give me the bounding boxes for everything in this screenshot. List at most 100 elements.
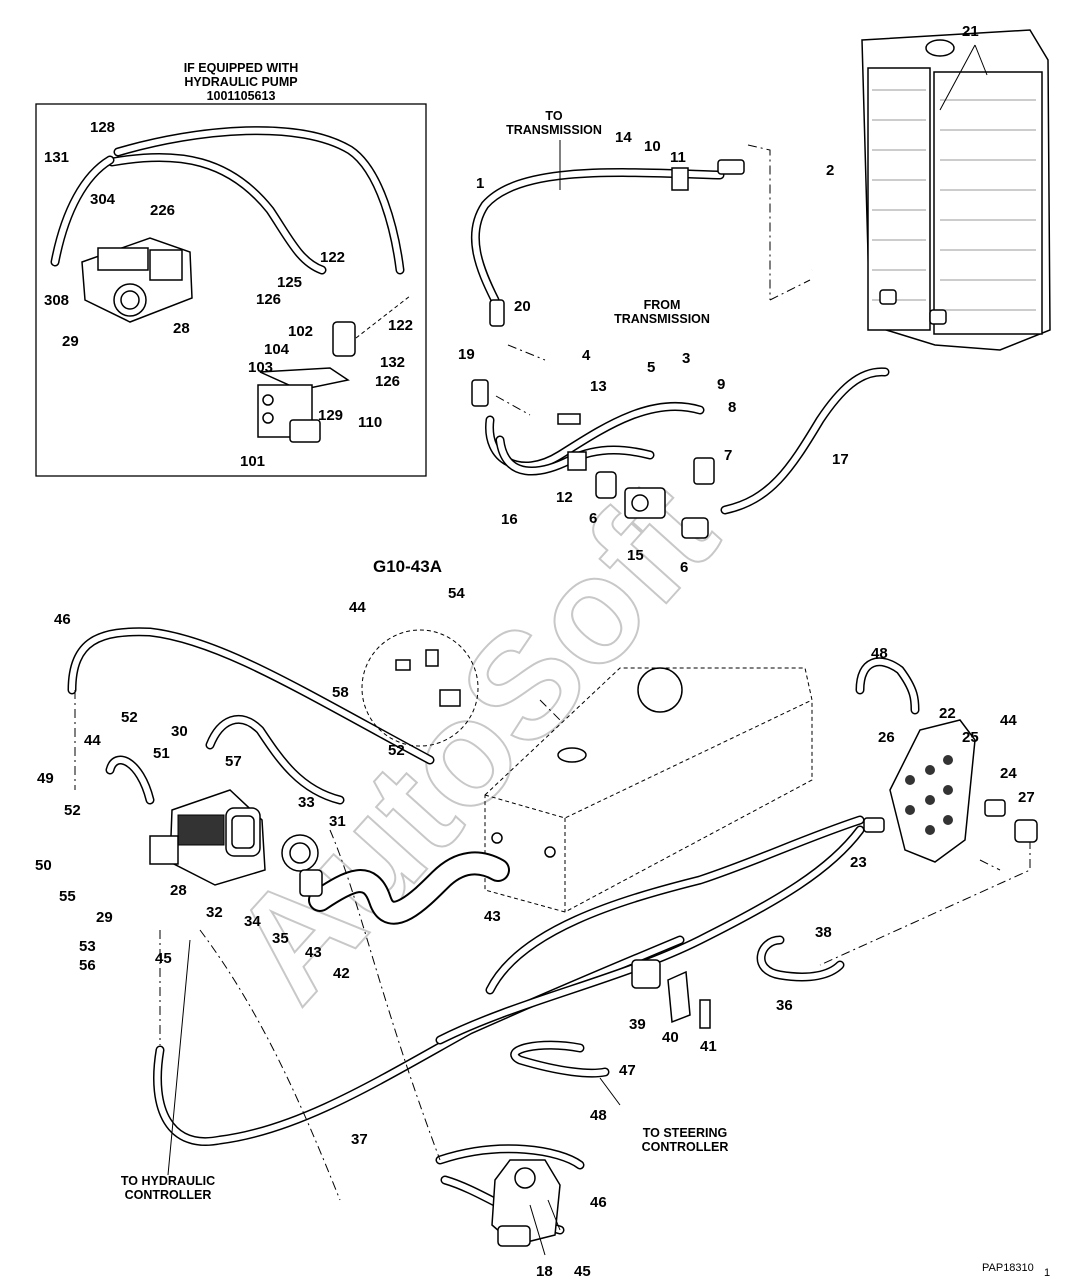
caption-to-steering-1: TO STEERING	[643, 1126, 728, 1140]
callout: 48	[590, 1107, 607, 1124]
callout: 17	[832, 451, 849, 468]
callout: 43	[484, 908, 501, 925]
callout: 43	[305, 944, 322, 961]
callout: 6	[680, 559, 688, 576]
callout: 45	[155, 950, 172, 967]
caption-to-hydraulic-2: CONTROLLER	[125, 1188, 212, 1202]
inset-panel: IF EQUIPPED WITH HYDRAULIC PUMP 10011056…	[35, 61, 427, 477]
callout: 19	[458, 346, 475, 363]
callout: 52	[64, 802, 81, 819]
steering-unit	[491, 1159, 561, 1247]
callout: 29	[62, 333, 79, 350]
callout: 7	[724, 447, 732, 464]
callout: 101	[240, 453, 265, 470]
callout: 20	[514, 298, 531, 315]
callout: 36	[776, 997, 793, 1014]
callout: 42	[333, 965, 350, 982]
callout: 52	[388, 742, 405, 759]
caption-to-transmission-1: TO	[545, 109, 562, 123]
callout: 53	[79, 938, 96, 955]
callout: 122	[320, 249, 345, 266]
cooler-labels: 1 14 10 11 20 19 4 13 5 3 9 8 7 16 12 6 …	[458, 23, 979, 576]
callout: 40	[662, 1029, 679, 1046]
callout: 26	[878, 729, 895, 746]
caption-to-steering-2: CONTROLLER	[642, 1140, 729, 1154]
callout: 9	[717, 376, 725, 393]
callout: 2	[826, 162, 834, 179]
callout: 45	[574, 1263, 591, 1280]
callout: 50	[35, 857, 52, 874]
callout: 38	[815, 924, 832, 941]
callout: 18	[536, 1263, 553, 1280]
callout: 103	[248, 359, 273, 376]
callout: 35	[272, 930, 289, 947]
callout: 129	[318, 407, 343, 424]
callout: 57	[225, 753, 242, 770]
inset-valve	[257, 321, 356, 443]
callout: 125	[277, 274, 302, 291]
callout: 102	[288, 323, 313, 340]
callout: 44	[84, 732, 101, 749]
page-number: 1	[1044, 1267, 1050, 1279]
callout: 1	[476, 175, 484, 192]
callout: 52	[121, 709, 138, 726]
callout: 13	[590, 378, 607, 395]
callout: 37	[351, 1131, 368, 1148]
caption-to-hydraulic-1: TO HYDRAULIC	[121, 1174, 215, 1188]
callout: 28	[170, 882, 187, 899]
callout: 55	[59, 888, 76, 905]
main-pump	[149, 789, 323, 897]
callout: 44	[1000, 712, 1017, 729]
main-labels: 46 44 54 58 52 52 30 44 51 57 49 52 33 3…	[35, 585, 1035, 1280]
callout: 28	[173, 320, 190, 337]
callout: 122	[388, 317, 413, 334]
oil-cooler	[861, 29, 1051, 351]
caption-to-transmission-2: TRANSMISSION	[506, 123, 602, 137]
cooler-lines: TO TRANSMISSION FROM TRANSMISSION	[470, 109, 913, 539]
inset-caption-line1: IF EQUIPPED WITH	[184, 61, 299, 75]
callout: 12	[556, 489, 573, 506]
callout: 47	[619, 1062, 636, 1079]
main-system	[67, 627, 1038, 1247]
control-valve	[863, 719, 1038, 863]
callout: 54	[448, 585, 465, 602]
callout: 58	[332, 684, 349, 701]
callout: 34	[244, 913, 261, 930]
callout: 30	[171, 723, 188, 740]
callout: 46	[590, 1194, 607, 1211]
callout: 16	[501, 511, 518, 528]
callout: 308	[44, 292, 69, 309]
callout: 6	[589, 510, 597, 527]
callout: 41	[700, 1038, 717, 1055]
callout: 32	[206, 904, 223, 921]
callout: 27	[1018, 789, 1035, 806]
callout: 22	[939, 705, 956, 722]
figure-code: PAP18310	[982, 1262, 1034, 1274]
callout: 126	[256, 291, 281, 308]
callout: 11	[670, 149, 686, 166]
callout: 24	[1000, 765, 1017, 782]
callout: 132	[380, 354, 405, 371]
caption-from-transmission-2: TRANSMISSION	[614, 312, 710, 326]
callout: 226	[150, 202, 175, 219]
callout: 49	[37, 770, 54, 787]
callout: 304	[90, 191, 116, 208]
caption-from-transmission-1: FROM	[644, 298, 681, 312]
callout: 14	[615, 129, 632, 146]
callout: 46	[54, 611, 71, 628]
inset-pump	[81, 237, 193, 323]
callout: 48	[871, 645, 888, 662]
callout: 131	[44, 149, 69, 166]
callout: 126	[375, 373, 400, 390]
callout: 8	[728, 399, 736, 416]
callout: 10	[644, 138, 661, 155]
callout: 44	[349, 599, 366, 616]
callout: 31	[329, 813, 346, 830]
leader-lines	[167, 44, 988, 1256]
callout: 110	[358, 414, 382, 431]
diverter-valve	[595, 457, 715, 539]
callout: 128	[90, 119, 115, 136]
callout: 104	[264, 341, 290, 358]
hydraulic-tank	[484, 667, 813, 913]
callout: 3	[682, 350, 690, 367]
